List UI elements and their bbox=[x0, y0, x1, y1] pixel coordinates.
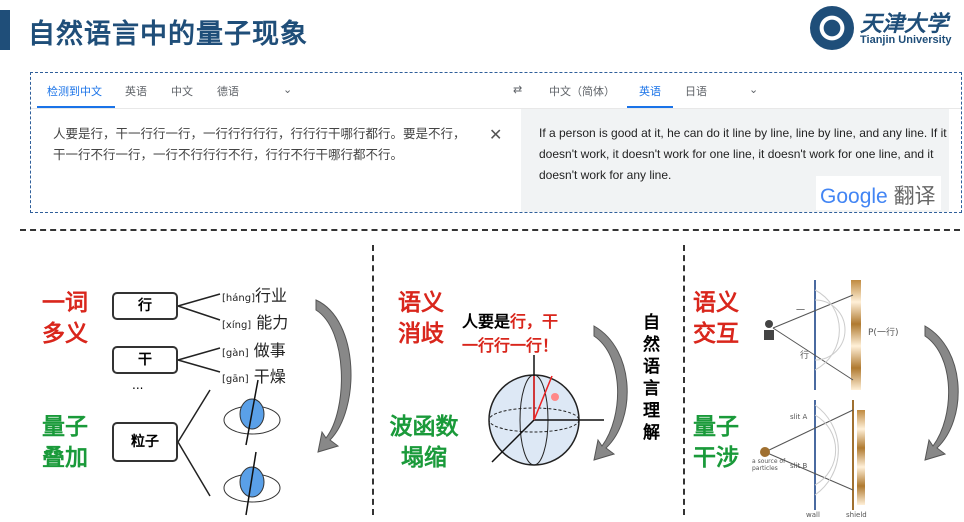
ambiguous-quote: 人要是行，干一行行一行！ bbox=[462, 312, 559, 355]
tab-english-target[interactable]: 英语 bbox=[639, 86, 661, 98]
polysemy-diagram bbox=[177, 293, 352, 516]
disambiguation-label: 语义消歧 bbox=[398, 290, 444, 347]
label-source: a source of particles bbox=[752, 458, 786, 472]
nlu-vertical-label: 自然语言理解 bbox=[643, 313, 660, 443]
tab-detect-chinese[interactable]: 检测到中文 bbox=[47, 86, 102, 98]
google-translate-panel: 检测到中文 英语 中文 德语 ⌄ ⇄ 中文（简体） 英语 日语 ⌄ 人要是行，干… bbox=[30, 72, 962, 213]
word-box-gan: 干 bbox=[112, 346, 178, 374]
brand-suffix: 翻译 bbox=[893, 185, 936, 208]
label-yi: 一 bbox=[796, 306, 806, 316]
curved-arrow-icon bbox=[593, 325, 628, 461]
google-translate-logo: Google 翻译 bbox=[816, 176, 941, 210]
curved-arrow-icon bbox=[315, 299, 352, 453]
section-divider bbox=[20, 229, 960, 231]
interference-label: 量子干涉 bbox=[693, 414, 739, 471]
sense-xing: [xíng] 能力 bbox=[222, 313, 289, 332]
sense-gan1: [gān] 干燥 bbox=[222, 367, 286, 386]
university-seal-logo bbox=[810, 6, 854, 50]
label-probability: P(一行) bbox=[868, 328, 899, 338]
tab-english-source[interactable]: 英语 bbox=[125, 86, 147, 98]
word-box-xing: 行 bbox=[112, 292, 178, 320]
spin-particle-icon bbox=[223, 379, 281, 446]
label-xing: 行 bbox=[800, 351, 810, 361]
active-tab-underline bbox=[37, 106, 115, 108]
label-slit-a: slit A bbox=[790, 413, 808, 421]
spin-particle-icon bbox=[223, 451, 281, 516]
tab-chinese-source[interactable]: 中文 bbox=[171, 86, 193, 98]
semantic-interaction-label: 语义交互 bbox=[693, 290, 739, 347]
close-icon[interactable]: ✕ bbox=[489, 125, 503, 144]
ellipsis: ... bbox=[132, 378, 144, 392]
tab-japanese-target[interactable]: 日语 bbox=[685, 86, 707, 98]
particle-box: 粒子 bbox=[112, 422, 178, 462]
collapse-label: 波函数塌缩 bbox=[389, 414, 459, 471]
tab-chinese-simplified[interactable]: 中文（简体） bbox=[549, 86, 615, 98]
swap-arrows-icon[interactable]: ⇄ bbox=[513, 84, 523, 96]
active-tab-underline bbox=[627, 106, 673, 108]
column-divider bbox=[683, 245, 685, 515]
translated-text: If a person is good at it, he can do it … bbox=[539, 126, 947, 182]
translation-output: If a person is good at it, he can do it … bbox=[521, 109, 949, 212]
label-wall: wall bbox=[806, 511, 820, 519]
curved-arrow-icon bbox=[924, 325, 959, 461]
label-slit-b: slit B bbox=[790, 462, 808, 470]
page-title: 自然语言中的量子现象 bbox=[28, 19, 308, 50]
title-accent-bar bbox=[0, 10, 10, 50]
column-divider bbox=[372, 245, 374, 515]
sense-gan4: [gàn] 做事 bbox=[222, 341, 286, 360]
polysemy-label: 一词多义 bbox=[42, 290, 88, 347]
sense-hang: [háng]行业 bbox=[222, 286, 287, 305]
chevron-down-icon[interactable]: ⌄ bbox=[749, 84, 759, 96]
bloch-sphere-diagram bbox=[488, 325, 628, 466]
cursor-marker bbox=[551, 393, 559, 401]
tab-german-source[interactable]: 德语 bbox=[217, 86, 239, 98]
university-name-en: Tianjin University bbox=[860, 34, 952, 46]
label-shield: shield bbox=[846, 511, 867, 519]
superposition-label: 量子叠加 bbox=[42, 414, 88, 471]
source-text-input[interactable]: 人要是行，干一行行一行，一行行行行行，行行行干哪行都行。要是不行，干一行不行一行… bbox=[53, 126, 466, 162]
double-slit-diagram bbox=[760, 280, 959, 510]
tab-divider bbox=[31, 108, 961, 109]
brand-text: Google bbox=[820, 185, 888, 208]
chevron-down-icon[interactable]: ⌄ bbox=[283, 84, 293, 96]
university-name-cn: 天津大学 bbox=[860, 11, 949, 37]
